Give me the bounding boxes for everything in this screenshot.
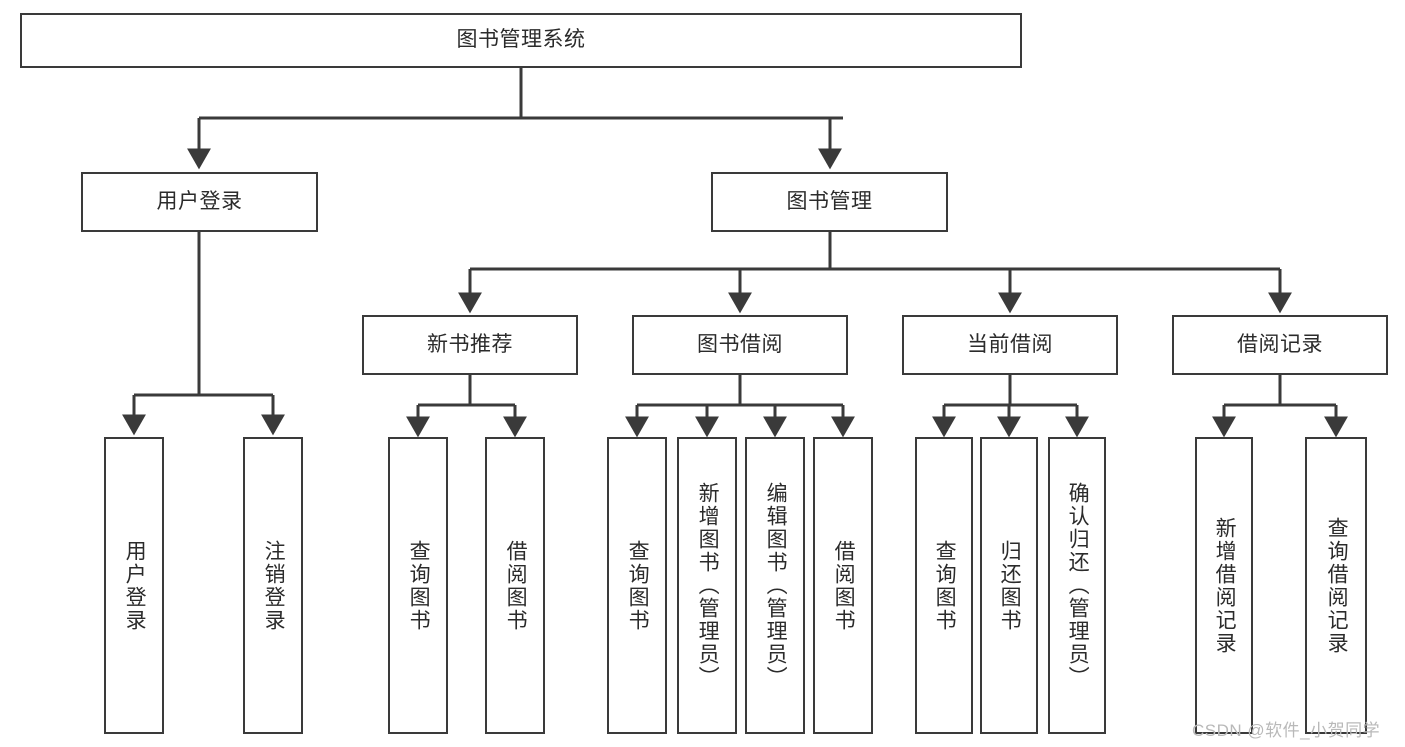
node-leaf-borrow-book-rec[interactable]: 借阅图书 — [485, 437, 545, 734]
node-leaf-return-book-label: 归还图书 — [998, 539, 1022, 632]
node-leaf-borrow-book-br-label: 借阅图书 — [832, 539, 856, 632]
node-leaf-query-record-label: 查询借阅记录 — [1325, 516, 1349, 655]
node-leaf-edit-book-label: 编辑图书（管理员） — [764, 482, 788, 689]
node-leaf-user-login[interactable]: 用户登录 — [104, 437, 164, 734]
node-user-login[interactable]: 用户登录 — [81, 172, 318, 232]
node-book-manage-label: 图书管理 — [786, 189, 873, 213]
node-leaf-user-logout-label: 注销登录 — [262, 539, 286, 632]
node-current-borrow-label: 当前借阅 — [967, 332, 1053, 356]
node-leaf-query-book-rec-label: 查询图书 — [407, 539, 431, 632]
node-leaf-add-record[interactable]: 新增借阅记录 — [1195, 437, 1253, 734]
node-root[interactable]: 图书管理系统 — [20, 13, 1022, 68]
node-leaf-user-logout[interactable]: 注销登录 — [243, 437, 303, 734]
node-new-book-recommend[interactable]: 新书推荐 — [362, 315, 578, 375]
node-leaf-query-book-cb-label: 查询图书 — [933, 539, 957, 632]
node-book-borrow[interactable]: 图书借阅 — [632, 315, 848, 375]
node-leaf-add-book-label: 新增图书（管理员） — [696, 482, 720, 689]
node-leaf-query-book-rec[interactable]: 查询图书 — [388, 437, 448, 734]
node-leaf-borrow-book-br[interactable]: 借阅图书 — [813, 437, 873, 734]
node-current-borrow[interactable]: 当前借阅 — [902, 315, 1118, 375]
node-new-book-recommend-label: 新书推荐 — [427, 332, 513, 356]
node-borrow-record[interactable]: 借阅记录 — [1172, 315, 1388, 375]
node-leaf-edit-book[interactable]: 编辑图书（管理员） — [745, 437, 805, 734]
node-leaf-confirm-return[interactable]: 确认归还（管理员） — [1048, 437, 1106, 734]
csdn-watermark: CSDN @软件_小贺同学 — [1192, 721, 1381, 740]
node-leaf-query-book-cb[interactable]: 查询图书 — [915, 437, 973, 734]
node-user-login-label: 用户登录 — [156, 189, 243, 213]
node-leaf-add-book[interactable]: 新增图书（管理员） — [677, 437, 737, 734]
node-leaf-confirm-return-label: 确认归还（管理员） — [1066, 482, 1090, 689]
node-book-manage[interactable]: 图书管理 — [711, 172, 948, 232]
node-book-borrow-label: 图书借阅 — [697, 332, 783, 356]
node-root-label: 图书管理系统 — [456, 28, 586, 52]
node-leaf-query-book-br[interactable]: 查询图书 — [607, 437, 667, 734]
node-leaf-query-record[interactable]: 查询借阅记录 — [1305, 437, 1367, 734]
node-leaf-query-book-br-label: 查询图书 — [626, 539, 650, 632]
node-leaf-user-login-label: 用户登录 — [123, 539, 147, 632]
node-leaf-add-record-label: 新增借阅记录 — [1213, 516, 1237, 655]
node-leaf-return-book[interactable]: 归还图书 — [980, 437, 1038, 734]
node-leaf-borrow-book-rec-label: 借阅图书 — [504, 539, 528, 632]
node-borrow-record-label: 借阅记录 — [1237, 332, 1323, 356]
